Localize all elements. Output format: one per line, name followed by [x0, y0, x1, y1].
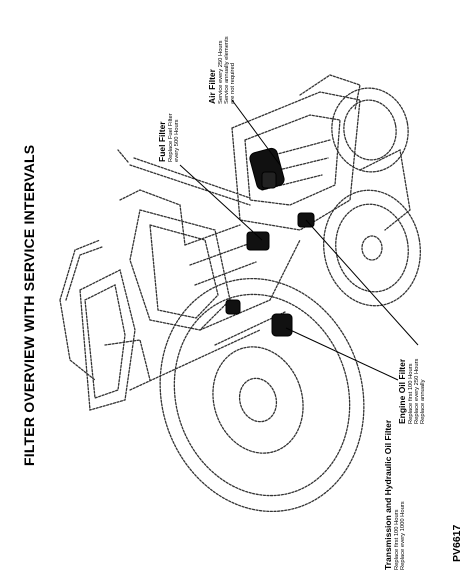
- engine-oil-filter-leader: [305, 219, 419, 346]
- fuel-filter-title: Fuel Filter: [157, 121, 167, 162]
- engine-oil-filter-line-3: Replace annually: [420, 379, 427, 424]
- transmission-filter-callout: Transmission and Hydraulic Oil Filter Re…: [383, 419, 406, 570]
- fuel-filter-body: [246, 231, 270, 251]
- fuel-filter-line-2: every 500 Hours: [174, 119, 180, 162]
- air-filter-line-3: are not required: [230, 63, 237, 104]
- air-filter-callout: Air Filter Service every 250 Hours Servi…: [207, 36, 237, 104]
- transmission-filter-leader: [285, 327, 399, 381]
- page-title: FILTER OVERVIEW WITH SERVICE INTERVALS: [21, 144, 37, 466]
- upper-wheel: [331, 87, 409, 173]
- air-filter-leader: [231, 99, 281, 166]
- fuel-filter-leader: [179, 164, 263, 241]
- air-filter-title: Air Filter: [207, 69, 217, 104]
- fuel-filter-callout: Fuel Filter Replace Fuel Filter every 50…: [157, 113, 180, 162]
- engine-oil-filter-callout: Engine Oil Filter Replace first 100 Hour…: [397, 358, 427, 424]
- figure-code: PV6617: [451, 524, 463, 562]
- engine-oil-filter-body: [271, 313, 293, 337]
- transmission-filter-body: [225, 299, 241, 315]
- transmission-filter-title: Transmission and Hydraulic Oil Filter: [383, 419, 393, 570]
- engine-oil-filter-title: Engine Oil Filter: [397, 358, 407, 424]
- transmission-filter-line-2: Replace every 1000 Hours: [400, 501, 406, 570]
- rear-wheel: [159, 277, 365, 513]
